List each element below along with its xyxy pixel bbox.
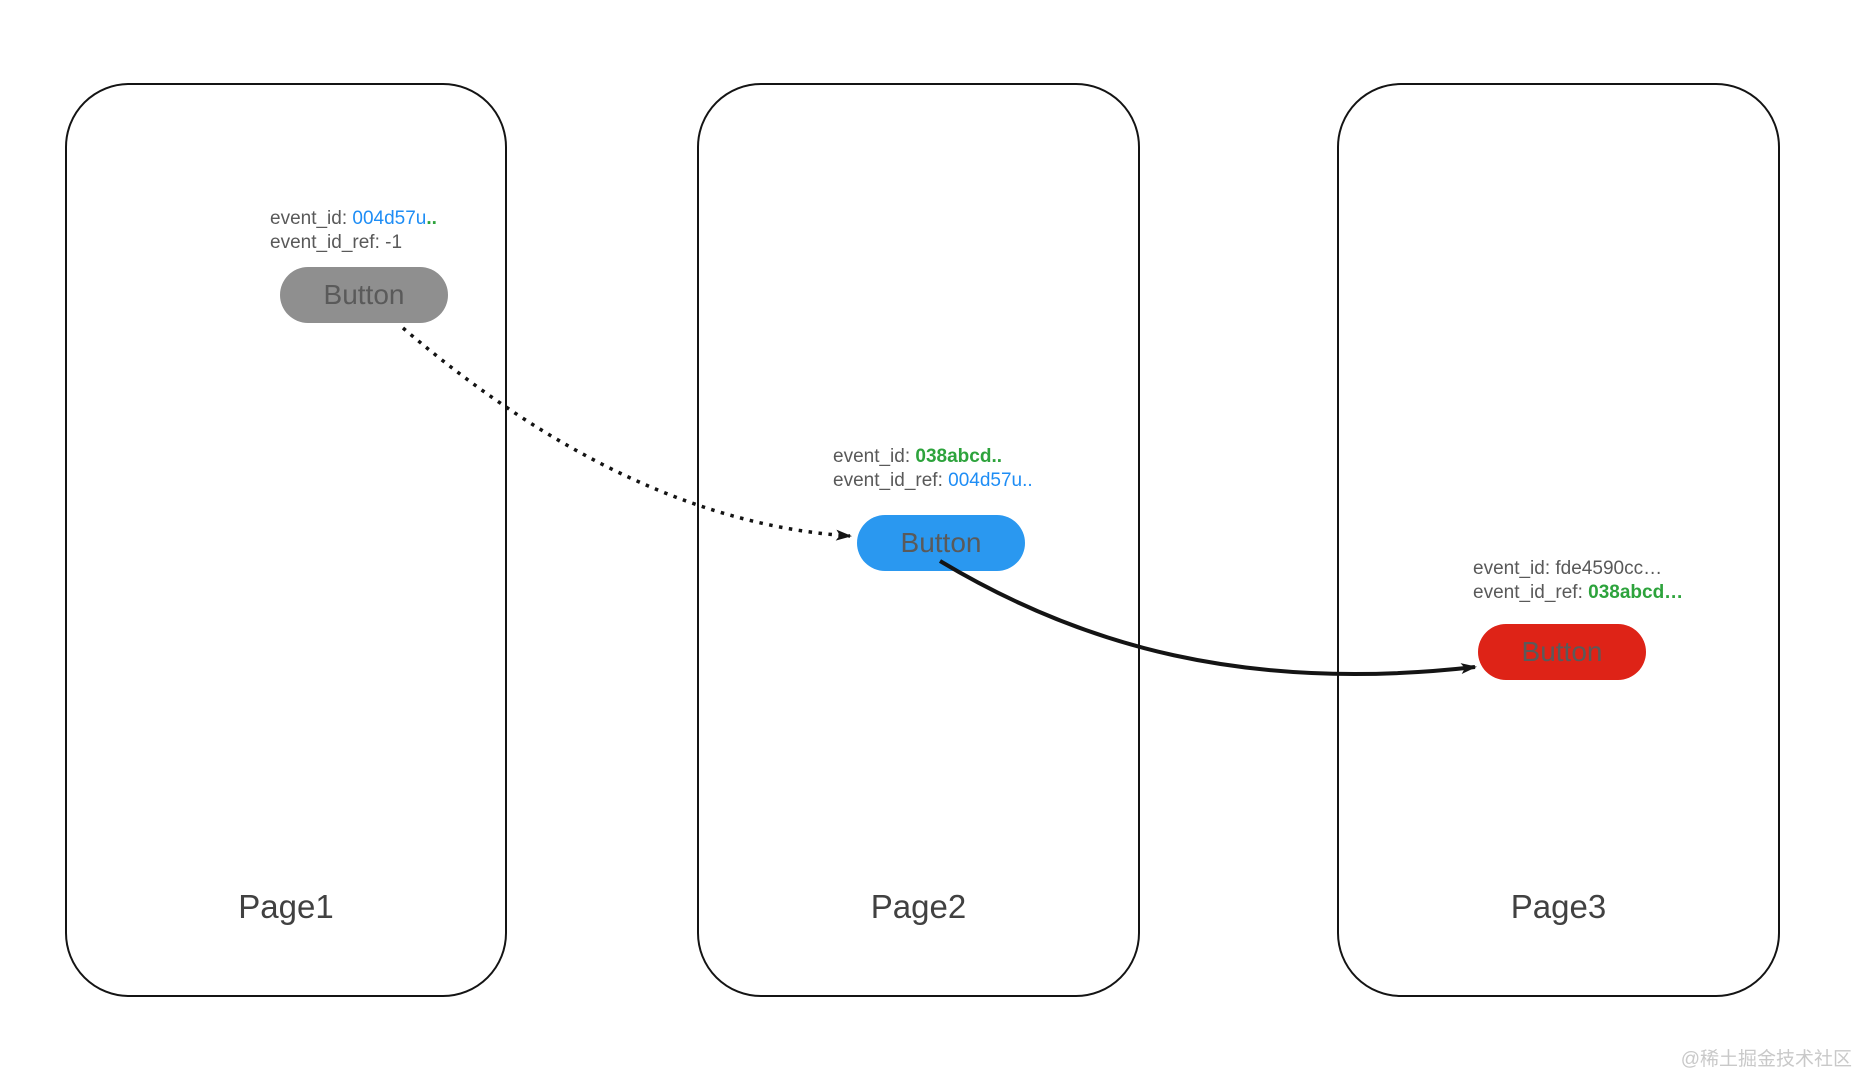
- page3-label: Page3: [1510, 888, 1607, 925]
- page2-annotation: event_id: 038abcd.. event_id_ref: 004d57…: [833, 445, 1033, 493]
- watermark: @稀土掘金技术社区: [1680, 1049, 1852, 1070]
- page3-button[interactable]: Button: [1478, 624, 1646, 680]
- event-id-ref-label: event_id_ref:: [833, 470, 949, 491]
- page2-frame: event_id: 038abcd.. event_id_ref: 004d57…: [697, 83, 1140, 997]
- event-id-value: 004d57u: [352, 208, 427, 229]
- event-id-label: event_id:: [270, 208, 353, 229]
- page2-label: Page2: [870, 888, 967, 925]
- page3-event-id-line: event_id: fde4590cc…: [1473, 557, 1683, 581]
- event-id-value-ellipsis: ..: [426, 208, 437, 229]
- event-id-ref-value: 038abcd…: [1588, 582, 1684, 603]
- page1-button[interactable]: Button: [280, 267, 448, 323]
- page2-event-id-line: event_id: 038abcd..: [833, 445, 1033, 469]
- page2-event-id-ref-line: event_id_ref: 004d57u..: [833, 469, 1033, 493]
- page3-annotation: event_id: fde4590cc… event_id_ref: 038ab…: [1473, 557, 1683, 605]
- page1-annotation: event_id: 004d57u.. event_id_ref: -1: [270, 207, 437, 255]
- event-id-label: event_id:: [833, 446, 916, 467]
- event-id-ref-label: event_id_ref:: [1473, 582, 1589, 603]
- event-id-text: event_id: fde4590cc…: [1473, 558, 1663, 579]
- page1-event-id-line: event_id: 004d57u..: [270, 207, 437, 231]
- page1-frame: event_id: 004d57u.. event_id_ref: -1 But…: [65, 83, 507, 997]
- page1-label: Page1: [238, 888, 334, 925]
- event-id-value: 038abcd..: [915, 446, 1003, 467]
- page1-event-id-ref-line: event_id_ref: -1: [270, 231, 437, 255]
- page3-frame: event_id: fde4590cc… event_id_ref: 038ab…: [1337, 83, 1780, 997]
- page2-button[interactable]: Button: [857, 515, 1025, 571]
- event-id-ref-value: 004d57u..: [948, 470, 1033, 491]
- page3-event-id-ref-line: event_id_ref: 038abcd…: [1473, 581, 1683, 605]
- event-id-ref-text: event_id_ref: -1: [270, 232, 403, 253]
